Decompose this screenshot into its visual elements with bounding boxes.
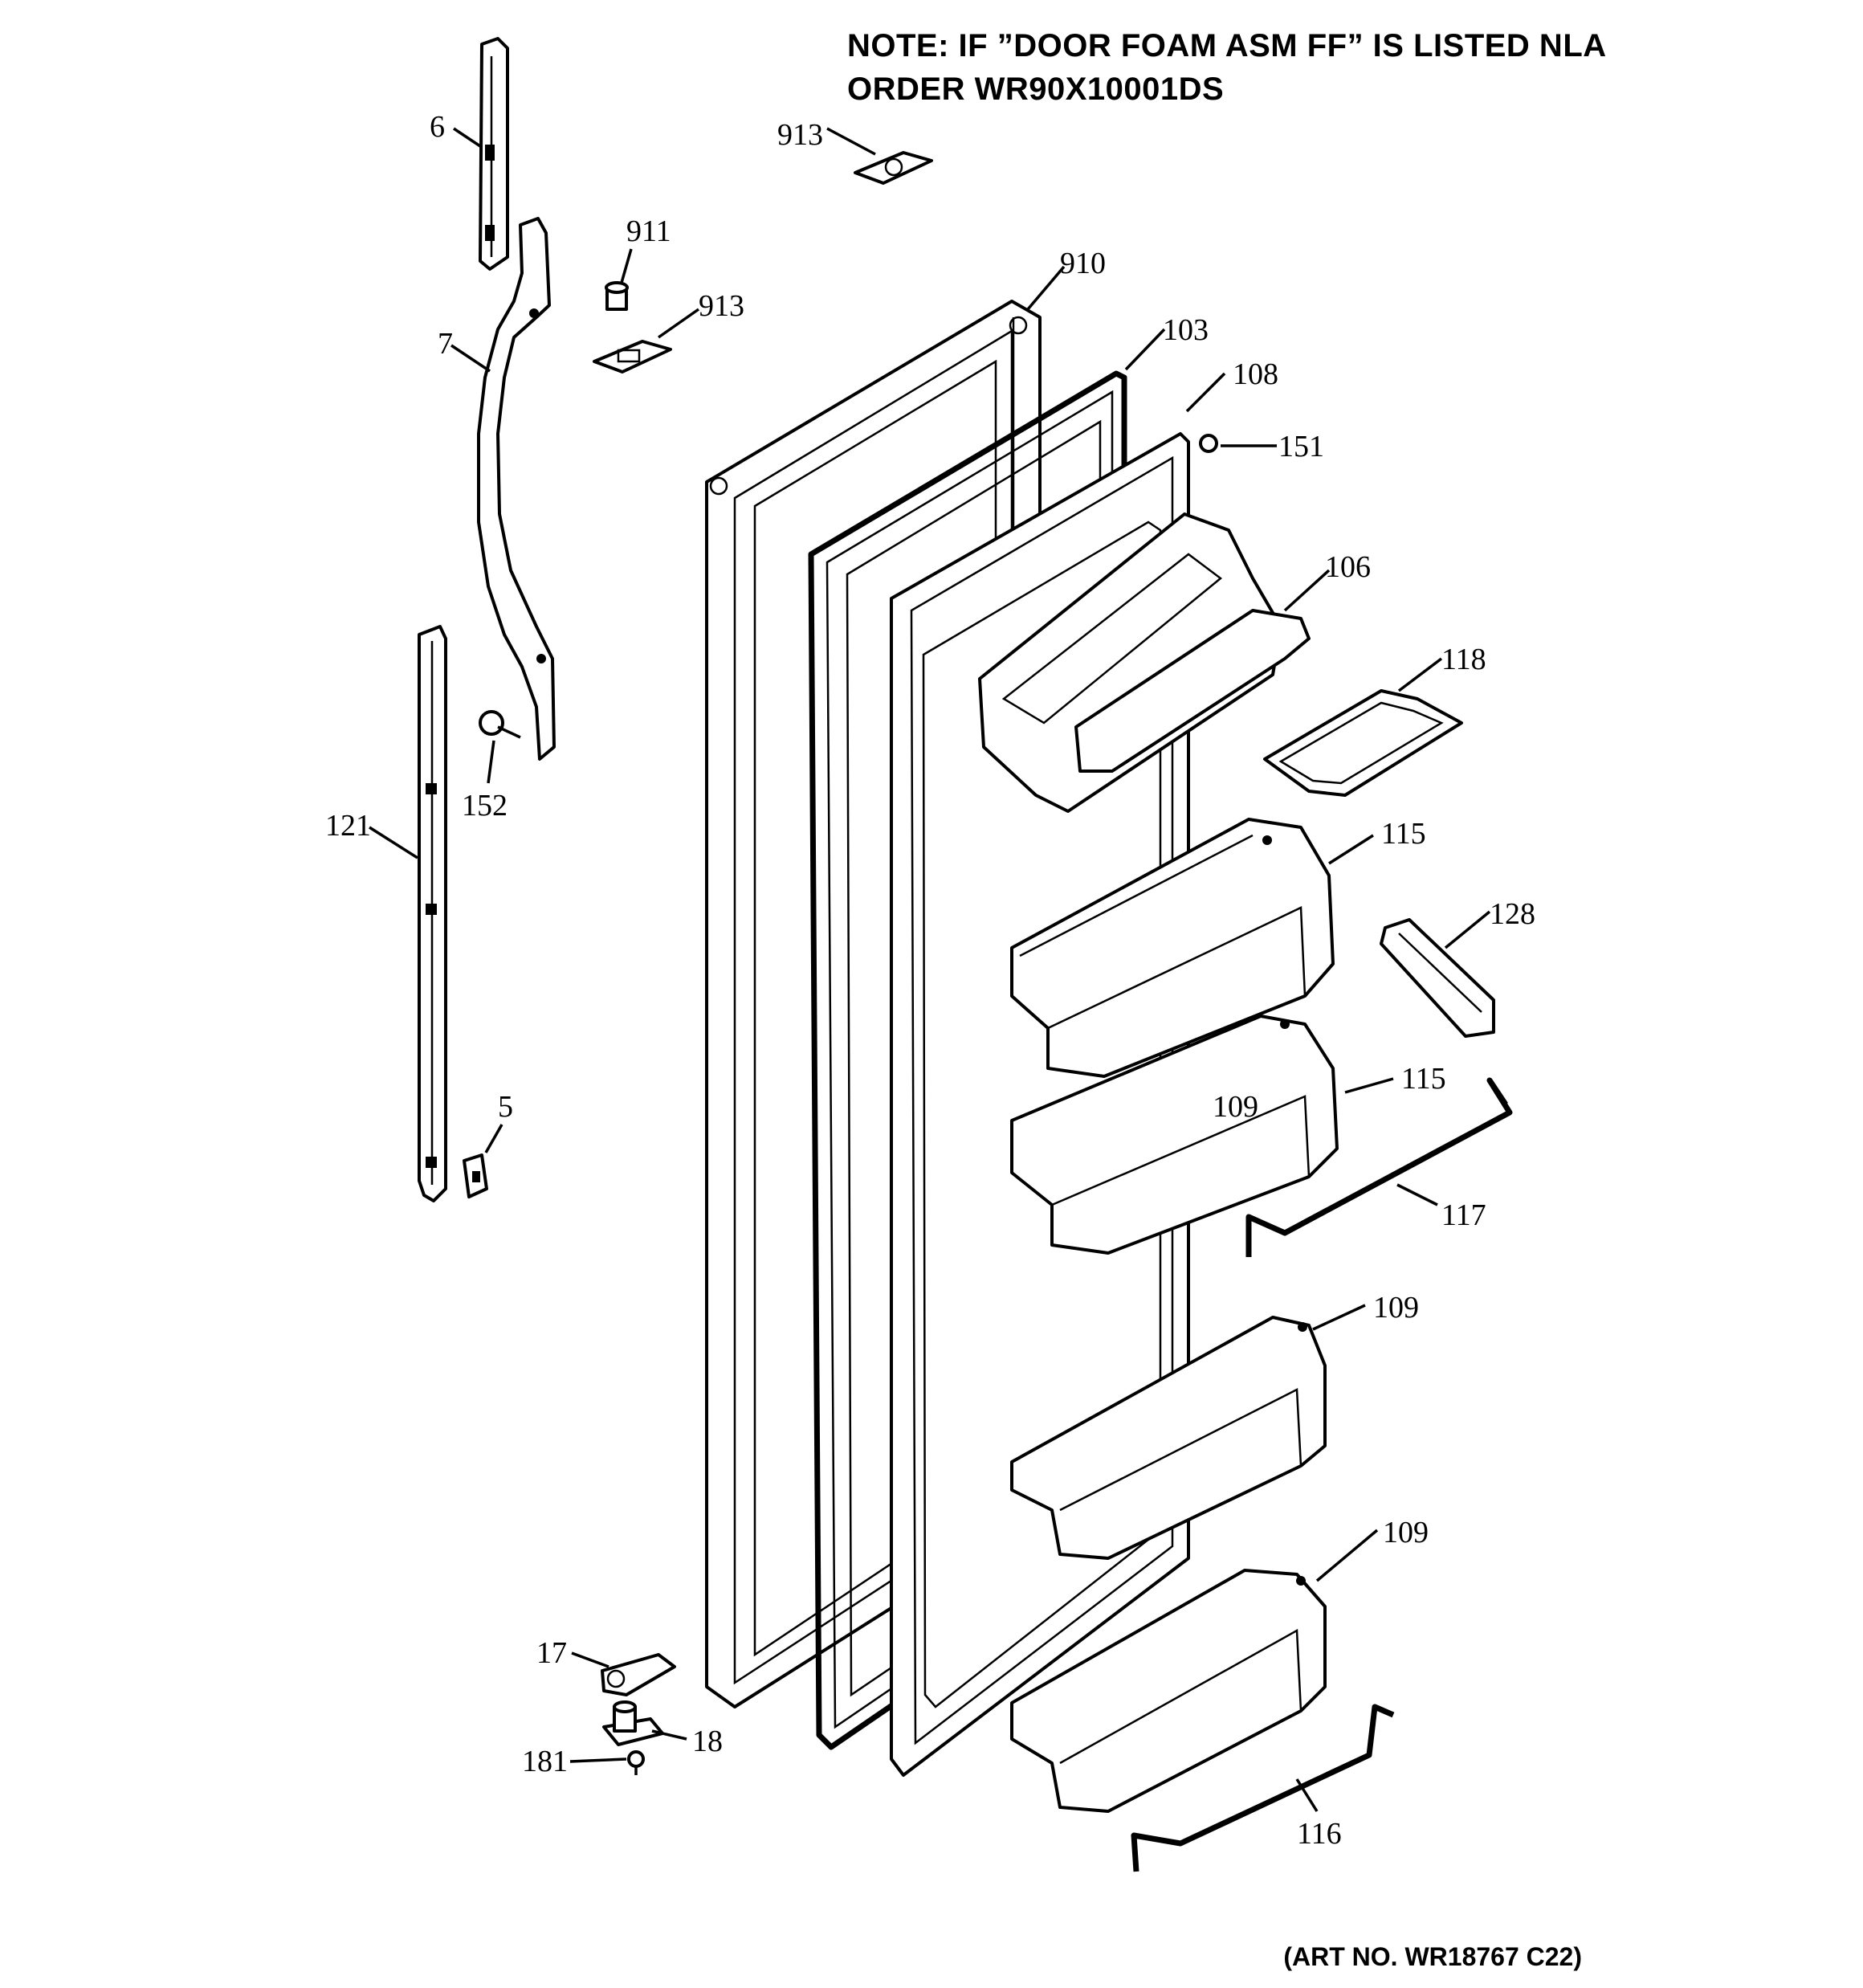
callout-911: 911	[626, 214, 671, 248]
callout-117: 117	[1441, 1198, 1486, 1232]
callout-7: 7	[438, 327, 453, 361]
callout-109-inner: 109	[1213, 1090, 1258, 1124]
callout-115-upper: 115	[1381, 817, 1426, 851]
part-121-side-trim	[418, 625, 447, 1202]
part-109-door-bin-middle	[1010, 1316, 1327, 1560]
callout-910: 910	[1060, 247, 1106, 280]
callout-18: 18	[692, 1725, 723, 1758]
callout-106: 106	[1325, 550, 1371, 584]
part-913-plate	[593, 340, 672, 374]
part-151-screw	[1199, 434, 1218, 453]
callout-115-lower: 115	[1401, 1062, 1446, 1096]
callout-152: 152	[462, 789, 508, 823]
callout-5: 5	[498, 1090, 513, 1124]
part-117-wire-rail	[1245, 1077, 1513, 1257]
callout-103: 103	[1163, 313, 1209, 347]
part-128-clip	[1380, 918, 1495, 1038]
art-number: (ART NO. WR18767 C22)	[1283, 1942, 1582, 1971]
leader-lines	[369, 127, 1491, 1812]
part-6-handle-trim	[479, 37, 509, 271]
part-18-hinge-pin	[602, 1700, 664, 1746]
callout-17: 17	[536, 1636, 567, 1670]
part-913-top-plate	[854, 151, 933, 185]
diagram-note: NOTE: IF ”DOOR FOAM ASM FF” IS LISTED NL…	[847, 24, 1607, 111]
part-115-lower-bin	[1010, 1014, 1339, 1255]
callout-108: 108	[1233, 357, 1278, 391]
part-106-upper-bin	[978, 512, 1311, 813]
callout-6: 6	[430, 110, 445, 144]
callout-labels: 6 7 913 911 913 910 103 108 151 106 118 …	[325, 110, 1535, 1851]
part-911-bushing	[605, 281, 629, 311]
part-181-screw	[627, 1750, 645, 1775]
callout-116: 116	[1297, 1817, 1342, 1851]
note-line-1: NOTE: IF ”DOOR FOAM ASM FF” IS LISTED NL…	[847, 28, 1607, 63]
callout-913: 913	[699, 289, 744, 323]
callout-109-lower: 109	[1383, 1516, 1429, 1549]
callout-128: 128	[1490, 897, 1535, 931]
part-7-handle	[477, 217, 556, 761]
callout-118: 118	[1441, 643, 1486, 676]
callout-913-top: 913	[777, 118, 823, 152]
note-line-2: ORDER WR90X10001DS	[847, 71, 1225, 107]
part-116-wire-rail	[1131, 1704, 1395, 1872]
part-152-screw	[479, 710, 521, 739]
callout-181: 181	[522, 1745, 568, 1778]
part-115-upper-bin	[1010, 818, 1335, 1078]
part-5-clip	[463, 1153, 488, 1198]
part-17-hinge-plate	[601, 1653, 676, 1696]
part-118-tray	[1263, 689, 1463, 797]
callout-109-middle: 109	[1373, 1291, 1419, 1325]
part-109-door-bin-lower	[1010, 1569, 1327, 1813]
callout-151: 151	[1278, 430, 1324, 463]
callout-121: 121	[325, 809, 371, 843]
